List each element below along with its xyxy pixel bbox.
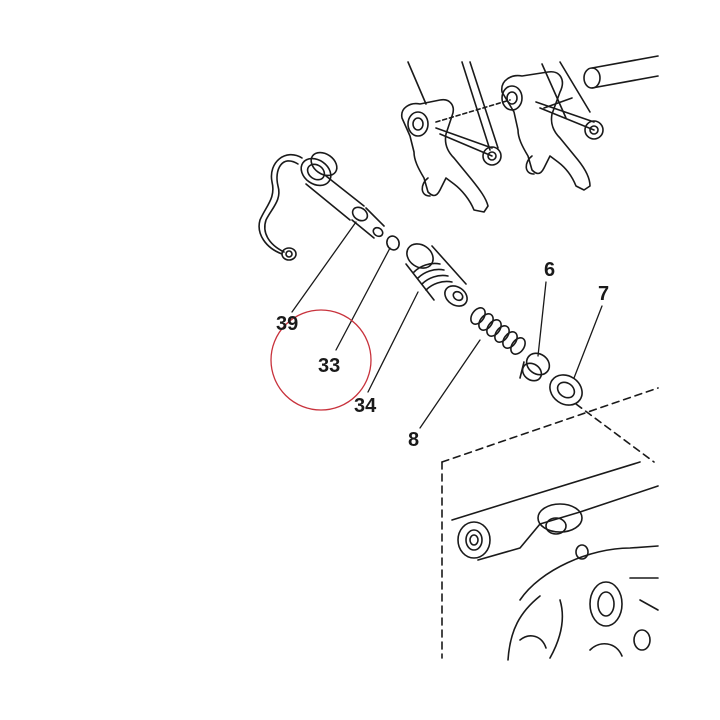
part-39-sensor	[258, 151, 385, 261]
callout-39: 39	[276, 313, 299, 335]
part-34-plunger	[405, 243, 468, 307]
shift-rail	[435, 55, 659, 123]
callout-7: 7	[598, 283, 610, 305]
part-8-spring	[470, 307, 526, 355]
callout-6: 6	[544, 259, 556, 281]
gearbox-housing	[441, 387, 659, 661]
callout-33: 33	[318, 355, 341, 377]
part-6-cap	[519, 352, 551, 382]
callout-8: 8	[408, 429, 420, 451]
shift-fork-left	[400, 61, 502, 213]
leader-lines	[291, 221, 603, 429]
part-7-seal	[549, 374, 583, 406]
highlight-circle	[270, 309, 372, 411]
callout-34: 34	[354, 395, 377, 417]
part-33-ring	[386, 235, 400, 251]
shift-fork-right	[501, 61, 604, 191]
